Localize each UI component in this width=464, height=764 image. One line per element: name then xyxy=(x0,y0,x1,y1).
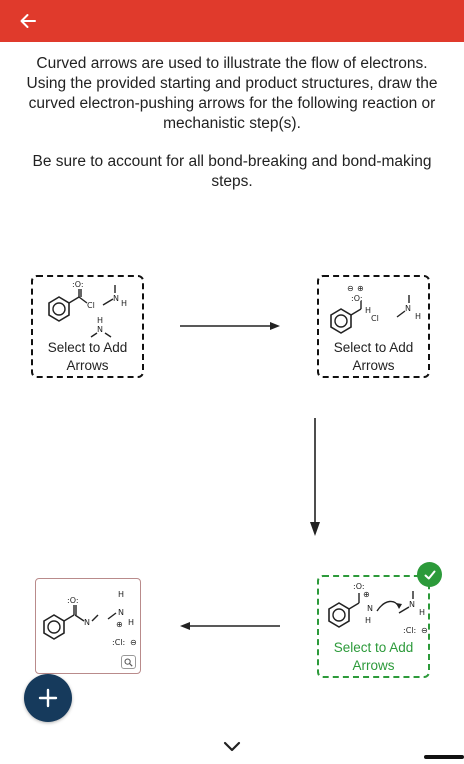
intermediate-hydrogen-label: H xyxy=(365,306,371,315)
app-header xyxy=(0,0,464,42)
reactant-structures: :O: Cl N H H N xyxy=(48,281,127,338)
instructions-paragraph-2: Be sure to account for all bond-breaking… xyxy=(32,153,432,190)
reaction-arrow-down xyxy=(310,418,320,536)
product-structure-box[interactable]: :O: N H N H ⊕ :Cl: ⊖ xyxy=(35,578,141,674)
zoom-button[interactable] xyxy=(121,655,136,669)
home-indicator xyxy=(424,755,464,759)
mechanism-step-2[interactable]: ⊖ ⊕ :O: H Cl N H Select to Add Arrows xyxy=(317,275,430,378)
intermediate-chlorine-label: Cl xyxy=(371,314,379,323)
amine-hydrogen-label: H xyxy=(121,299,127,308)
product-minus-label: ⊖ xyxy=(130,638,137,647)
product-nitrogen-label: N xyxy=(84,618,90,627)
step-3-oxygen-label: :O: xyxy=(353,582,365,591)
back-button[interactable] xyxy=(10,4,46,38)
step-3-minus-label: ⊖ xyxy=(421,626,428,635)
plus-icon xyxy=(38,688,58,708)
add-button[interactable] xyxy=(24,674,72,722)
product-oxygen-label: :O: xyxy=(67,596,79,605)
amine-nitrogen-label: N xyxy=(113,294,119,303)
instructions: Curved arrows are used to illustrate the… xyxy=(22,54,442,192)
arrow-left-icon xyxy=(20,14,36,28)
carbonyl-oxygen-label: :O: xyxy=(72,281,84,289)
chlorine-label: Cl xyxy=(87,301,95,310)
product-structures: :O: N H N H ⊕ :Cl: ⊖ xyxy=(43,590,137,647)
ammonium-hydrogen-label: H xyxy=(128,618,134,627)
ammonium-plus-label: ⊕ xyxy=(116,620,123,629)
step-3-structures: :O: ⊕ N H N H :Cl: ⊖ xyxy=(328,582,428,635)
chevron-down-icon[interactable] xyxy=(221,738,243,754)
oxygen-label: :O: xyxy=(351,294,363,303)
intermediate-structures: ⊖ ⊕ :O: H Cl N H xyxy=(330,284,421,334)
step-2-label: Select to Add Arrows xyxy=(333,340,414,373)
step-3-label: Select to Add Arrows xyxy=(333,640,414,673)
second-amine-hydrogen-label: H xyxy=(97,316,103,325)
mechanism-step-1[interactable]: :O: Cl N H H N Select to Add Arrows xyxy=(31,275,144,378)
oxygen-minus-label: ⊖ xyxy=(347,284,354,293)
second-amine-nitrogen-label: N xyxy=(97,325,103,334)
product-chloride-label: :Cl: xyxy=(112,638,125,647)
reaction-arrow-right xyxy=(180,322,280,330)
step-complete-check-icon xyxy=(417,562,442,587)
nitrogen-plus-label: ⊕ xyxy=(357,284,364,293)
step-3-amine-nitrogen-label: N xyxy=(409,600,415,609)
free-amine-hydrogen-label: H xyxy=(415,312,421,321)
mechanism-step-3[interactable]: :O: ⊕ N H N H :Cl: ⊖ Select to Add Arrow… xyxy=(317,575,430,678)
ammonium-nitrogen-label: N xyxy=(118,608,124,617)
step-3-plus-label: ⊕ xyxy=(363,590,370,599)
reaction-arrow-left xyxy=(180,622,280,630)
step-3-amine-hydrogen-label: H xyxy=(419,608,425,617)
step-1-label: Select to Add Arrows xyxy=(47,340,128,373)
step-3-hydrogen-label: H xyxy=(365,616,371,625)
step-3-nitrogen-label: N xyxy=(367,604,373,613)
magnifier-icon xyxy=(124,658,133,667)
step-3-chloride-label: :Cl: xyxy=(403,626,416,635)
free-amine-nitrogen-label: N xyxy=(405,304,411,313)
ammonium-hydrogen-top-label: H xyxy=(118,590,124,599)
instructions-paragraph-1: Curved arrows are used to illustrate the… xyxy=(26,55,438,132)
